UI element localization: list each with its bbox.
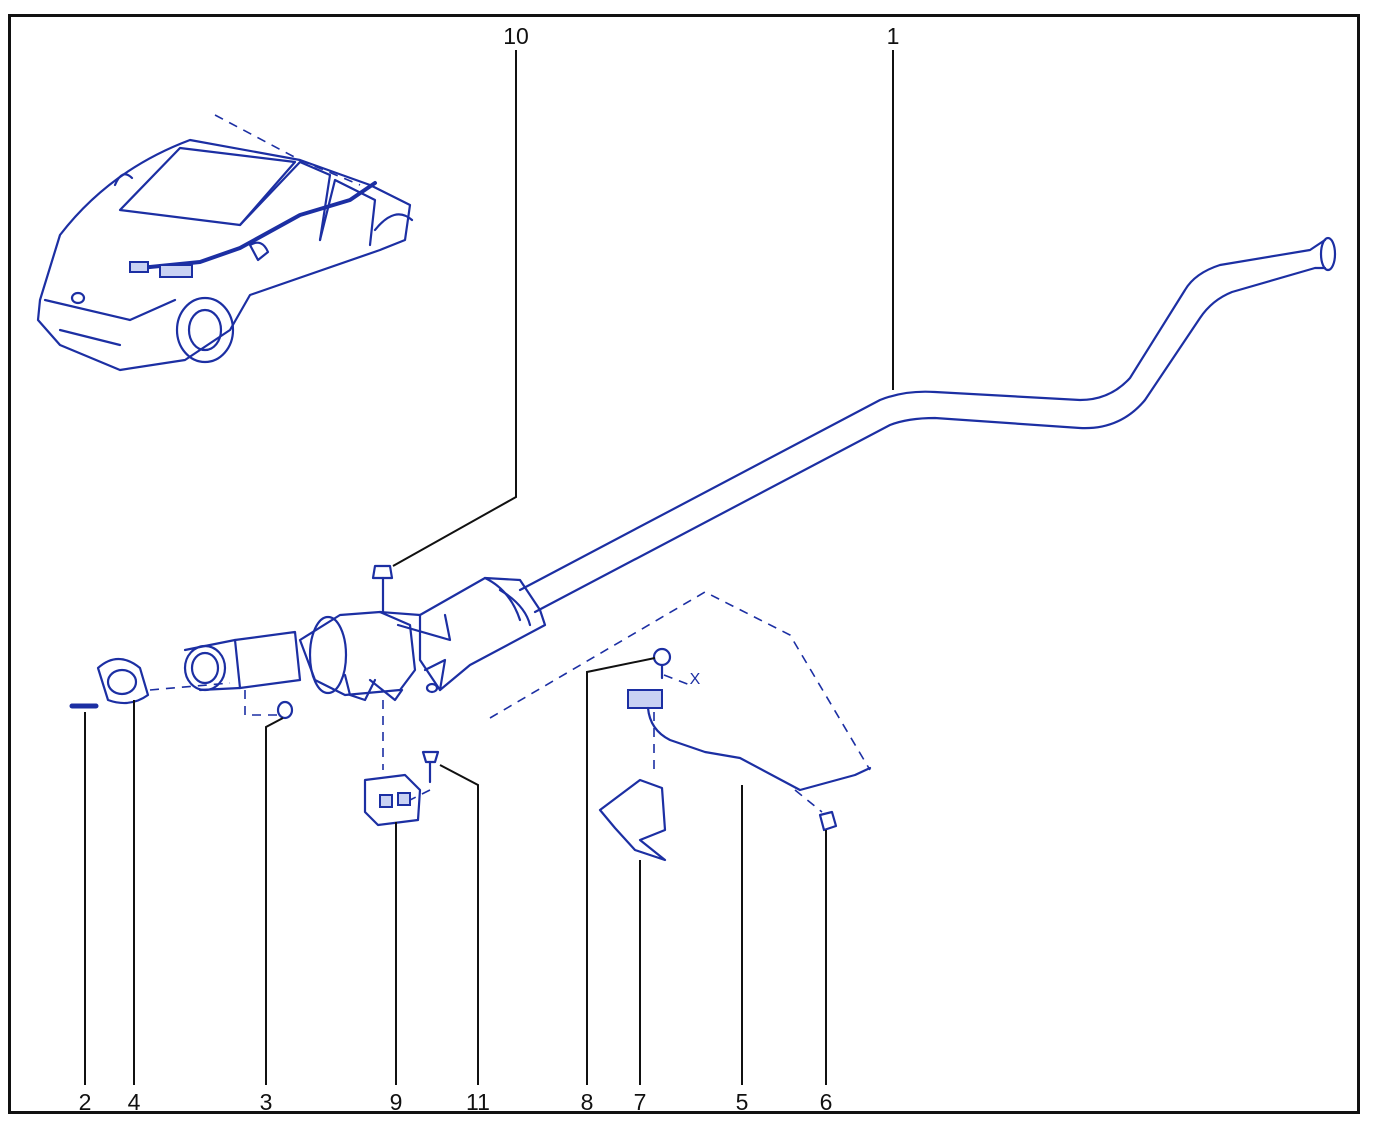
sensor-pipe-icon xyxy=(646,706,872,792)
gasket-icon xyxy=(96,657,150,705)
bolt-icon xyxy=(371,564,394,614)
exhaust-pipe-icon xyxy=(518,236,1337,614)
pressure-sensor-icon xyxy=(627,647,672,709)
assembly-lines xyxy=(149,591,871,813)
callout-6: 6 xyxy=(820,1089,833,1115)
mount-bracket-icon xyxy=(363,773,422,827)
callout-2: 2 xyxy=(79,1089,92,1115)
car-locator-icon xyxy=(36,114,414,372)
screw-icon xyxy=(421,750,440,784)
callout-4: 4 xyxy=(128,1089,141,1115)
callout-7: 7 xyxy=(634,1089,647,1115)
callout-5: 5 xyxy=(736,1089,749,1115)
diagram-frame xyxy=(8,14,1360,1114)
callout-1: 1 xyxy=(887,23,900,49)
callout-10: 10 xyxy=(503,23,529,49)
nut-icon xyxy=(276,700,294,720)
leader-lines xyxy=(84,50,894,1085)
clip-screw-icon xyxy=(818,810,838,832)
callout-11: 11 xyxy=(466,1089,490,1115)
callout-8: 8 xyxy=(581,1089,594,1115)
x-mark-label: X xyxy=(690,671,701,688)
bracket-icon xyxy=(598,778,667,862)
callout-3: 3 xyxy=(260,1089,273,1115)
callout-9: 9 xyxy=(390,1089,403,1115)
catalytic-converter-icon xyxy=(183,576,547,702)
